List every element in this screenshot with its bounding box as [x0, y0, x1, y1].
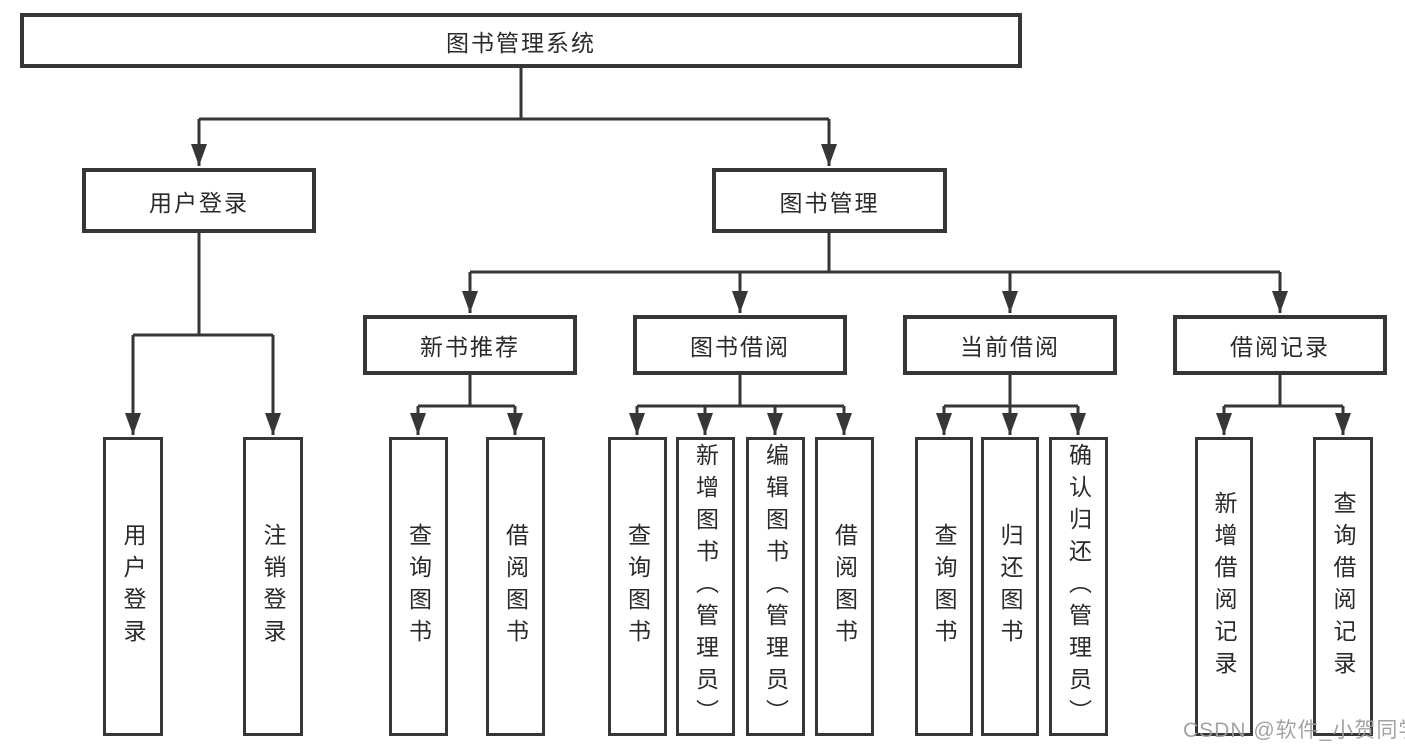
leaf-recommend-query-books: 查询图书 [389, 437, 448, 736]
leaf-recommend-borrow-books: 借阅图书 [486, 437, 545, 736]
node-label: 借阅图书 [831, 522, 858, 651]
node-new-book-recommend: 新书推荐 [363, 315, 577, 375]
leaf-borrow-borrow-books: 借阅图书 [815, 437, 874, 736]
leaf-current-return-books: 归还图书 [981, 437, 1039, 736]
node-label: 当前借阅 [960, 334, 1060, 360]
node-label: 图书管理 [779, 189, 880, 216]
node-label: 编辑图书（管理员） [762, 442, 789, 731]
node-label: 查询图书 [931, 522, 957, 651]
leaf-records-query-record: 查询借阅记录 [1313, 437, 1373, 736]
node-book-management: 图书管理 [712, 168, 947, 233]
node-label: 查询图书 [624, 522, 651, 651]
node-label: 借阅图书 [502, 522, 529, 651]
node-label: 查询借阅记录 [1330, 490, 1356, 683]
node-label: 借阅记录 [1230, 334, 1330, 360]
csdn-watermark: CSDN @软件_小贺同学 [1183, 719, 1405, 742]
leaf-records-add-record: 新增借阅记录 [1195, 437, 1253, 736]
node-book-borrow: 图书借阅 [633, 315, 847, 375]
node-label: 用户登录 [149, 189, 249, 216]
node-borrow-records: 借阅记录 [1173, 315, 1387, 375]
leaf-borrow-query-books: 查询图书 [608, 437, 667, 736]
node-user-login: 用户登录 [82, 168, 316, 233]
leaf-current-query-books: 查询图书 [915, 437, 973, 736]
leaf-borrow-add-books-admin: 新增图书（管理员） [676, 437, 735, 736]
node-label: 新增图书（管理员） [692, 442, 719, 731]
node-label: 注销登录 [260, 522, 286, 651]
node-label: 图书管理系统 [446, 29, 596, 56]
node-label: 查询图书 [405, 522, 432, 651]
node-label: 新增借阅记录 [1211, 490, 1237, 683]
node-label: 用户登录 [120, 522, 146, 651]
leaf-borrow-edit-books-admin: 编辑图书（管理员） [746, 437, 805, 736]
leaf-user-login: 用户登录 [103, 437, 163, 736]
node-root-system: 图书管理系统 [20, 13, 1022, 68]
node-label: 新书推荐 [420, 334, 520, 360]
node-label: 归还图书 [997, 522, 1023, 651]
leaf-current-confirm-return-admin: 确认归还（管理员） [1049, 437, 1108, 736]
leaf-logout: 注销登录 [243, 437, 303, 736]
node-label: 确认归还（管理员） [1065, 442, 1092, 731]
node-label: 图书借阅 [690, 334, 790, 360]
node-current-borrow: 当前借阅 [903, 315, 1117, 375]
